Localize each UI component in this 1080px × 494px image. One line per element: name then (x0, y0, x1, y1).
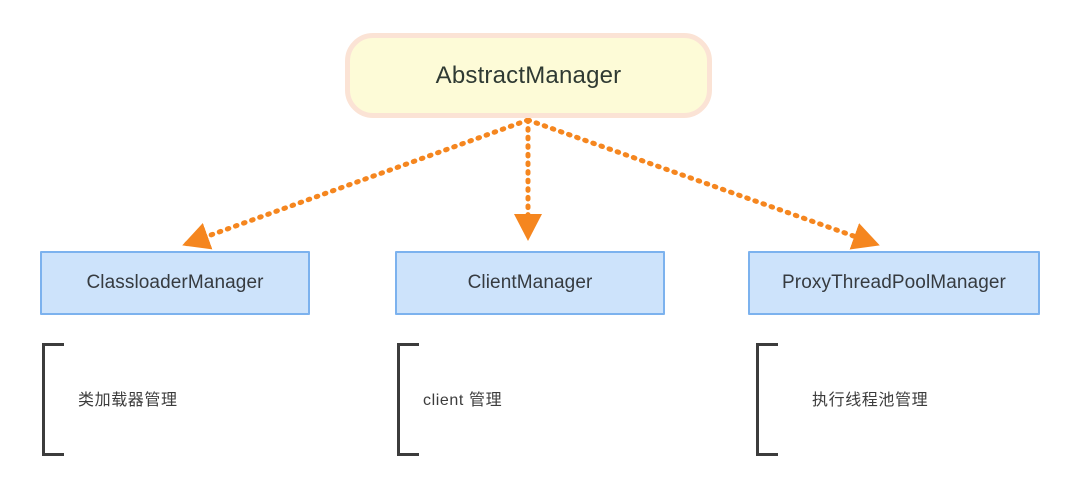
annotation-classloader-manager-label: 类加载器管理 (78, 392, 178, 409)
annotation-proxy-thread-pool-manager-label: 执行线程池管理 (812, 392, 929, 409)
node-client-manager[interactable]: ClientManager (395, 251, 665, 315)
node-classloader-manager-label: ClassloaderManager (86, 272, 264, 293)
node-abstract-manager-label: AbstractManager (435, 61, 622, 89)
edge-to-classloader (182, 117, 531, 250)
left-bracket-icon (397, 343, 419, 456)
node-proxy-thread-pool-manager[interactable]: ProxyThreadPoolManager (748, 251, 1040, 315)
node-proxy-thread-pool-manager-label: ProxyThreadPoolManager (782, 272, 1006, 293)
annotation-client-manager-label: client 管理 (423, 392, 503, 409)
edge-to-proxypool (525, 117, 880, 250)
node-classloader-manager[interactable]: ClassloaderManager (40, 251, 310, 315)
left-bracket-icon (42, 343, 64, 456)
annotation-classloader-manager: 类加载器管理 (42, 343, 272, 456)
node-abstract-manager[interactable]: AbstractManager (345, 33, 712, 118)
annotation-client-manager: client 管理 (397, 343, 627, 456)
annotation-proxy-thread-pool-manager: 执行线程池管理 (756, 343, 1006, 456)
left-bracket-icon (756, 343, 778, 456)
node-client-manager-label: ClientManager (467, 272, 593, 293)
